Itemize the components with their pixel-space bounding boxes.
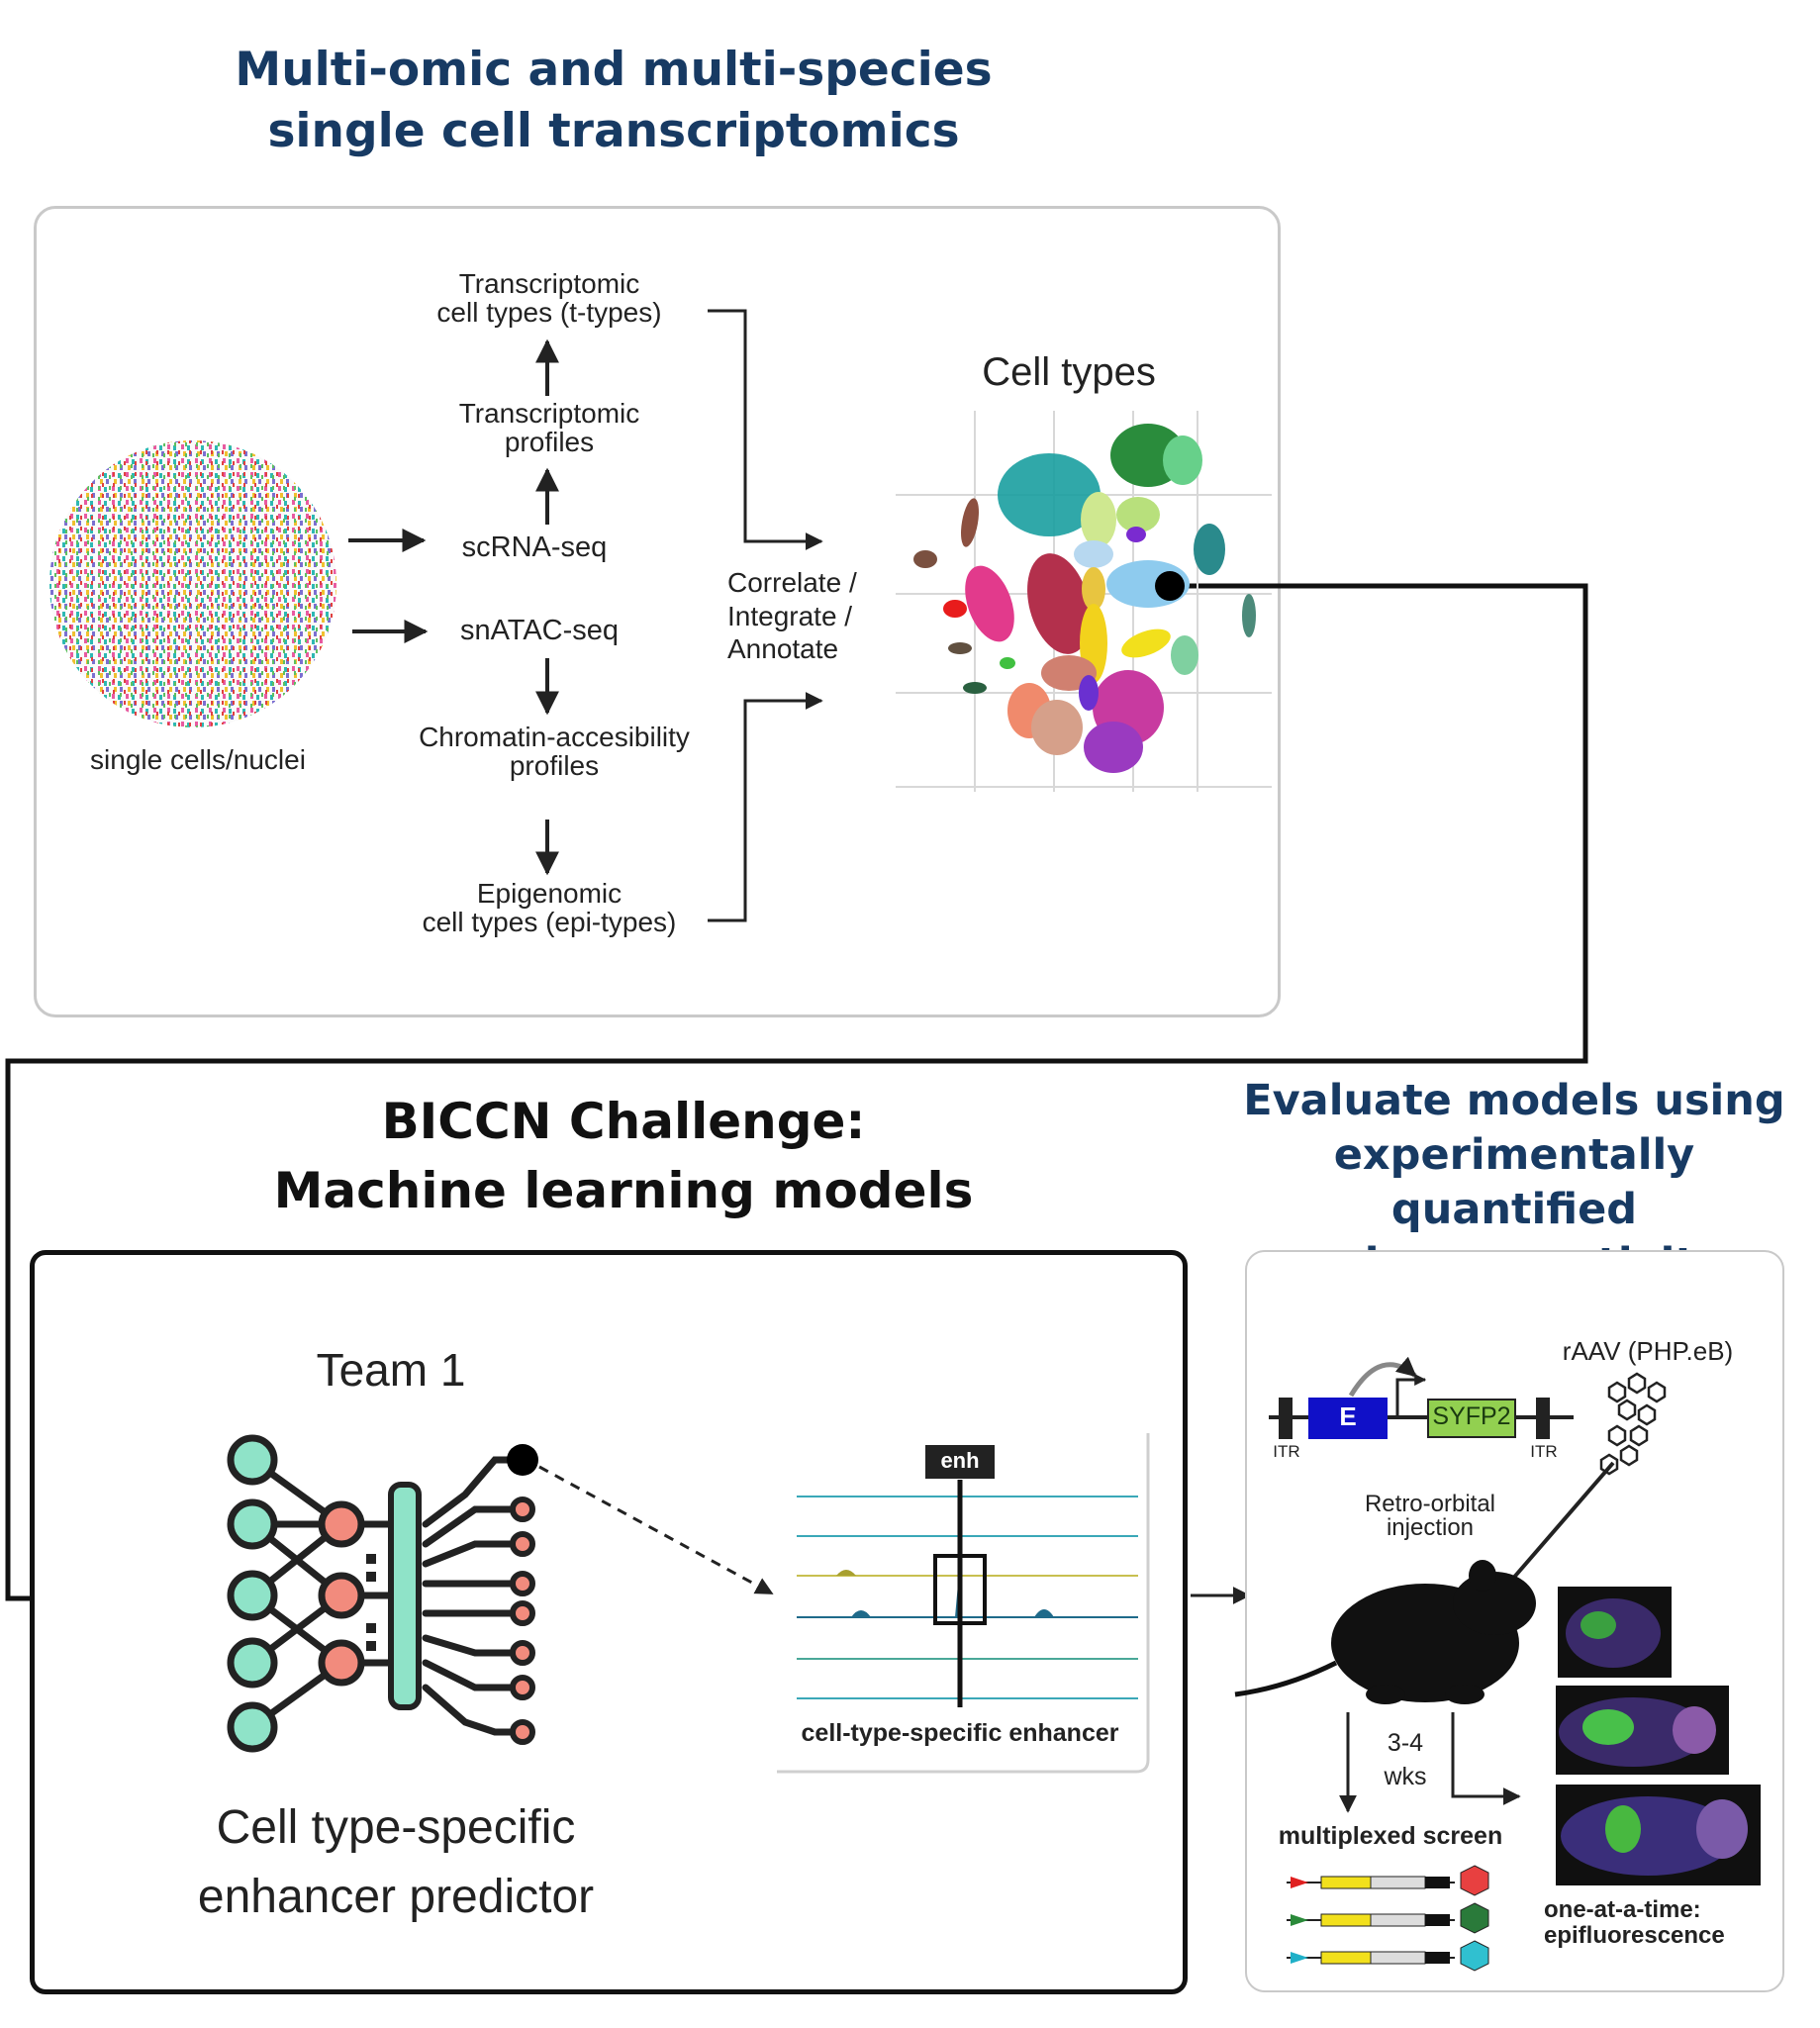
e-box-label: E xyxy=(1339,1401,1357,1431)
enh-tag: enh xyxy=(940,1448,980,1473)
challenge-title: BICCN Challenge: Machine learning models xyxy=(218,1087,1029,1225)
selected-cell-type-dot xyxy=(1155,571,1185,601)
correlate-line-1: Correlate / xyxy=(727,567,857,598)
correlate-line-2: Integrate / xyxy=(727,600,853,631)
scrna-label: scRNA-seq xyxy=(461,531,608,563)
chromatin-line-1: Chromatin-accesibility xyxy=(419,722,690,752)
weeks-line-1: 3-4 xyxy=(1387,1729,1424,1757)
header-line-2: single cell transcriptomics xyxy=(267,104,960,158)
challenge-line-2: Machine learning models xyxy=(273,1162,974,1219)
connector-celltype-to-ml xyxy=(5,583,1588,1613)
chromatin-line-2: profiles xyxy=(509,750,600,782)
cells-label: single cells/nuclei xyxy=(90,744,306,775)
dashed-arrow-to-enhancer xyxy=(538,1465,774,1595)
snatac-label: snATAC-seq xyxy=(459,615,620,646)
weeks-label: 3-4 wks xyxy=(1371,1727,1440,1794)
ml-panel xyxy=(30,1250,1188,1994)
bracket-epi-correlate xyxy=(708,692,823,922)
multiplexed-constructs xyxy=(1287,1865,1489,1972)
virus-particles xyxy=(1599,1372,1667,1476)
one-line-1: one-at-a-time: xyxy=(1544,1896,1701,1923)
ttypes-line-1: Transcriptomic xyxy=(458,268,640,299)
transcriptomic-profiles-label: Transcriptomic profiles xyxy=(416,399,683,457)
ttypes-line-2: cell types (t-types) xyxy=(436,297,662,329)
profiles-line-2: profiles xyxy=(504,427,595,458)
challenge-line-1: BICCN Challenge: xyxy=(381,1093,866,1150)
predictor-line-2: enhancer predictor xyxy=(197,1871,595,1923)
retro-line-2: injection xyxy=(1386,1514,1475,1541)
itr-right-label: ITR xyxy=(1530,1442,1558,1461)
retro-orbital-label: Retro-orbital injection xyxy=(1336,1493,1524,1540)
header-line-1: Multi-omic and multi-species xyxy=(235,43,993,97)
header-title: Multi-omic and multi-species single cell… xyxy=(218,40,1009,162)
retro-line-1: Retro-orbital xyxy=(1364,1491,1496,1517)
profiles-line-1: Transcriptomic xyxy=(458,398,640,429)
one-at-a-time-label: one-at-a-time: epifluorescence xyxy=(1544,1896,1772,1950)
itr-left-label: ITR xyxy=(1273,1442,1300,1461)
predictor-line-1: Cell type-specific xyxy=(216,1801,576,1854)
team-label: Team 1 xyxy=(316,1344,466,1396)
multiplexed-label: multiplexed screen xyxy=(1278,1822,1503,1850)
one-line-2: epifluorescence xyxy=(1544,1922,1725,1950)
evaluate-line-1: Evaluate models using xyxy=(1243,1076,1785,1125)
predictor-label: Cell type-specific enhancer predictor xyxy=(139,1793,653,1932)
correlate-label: Correlate / Integrate / Annotate xyxy=(727,566,876,666)
weeks-line-2: wks xyxy=(1384,1762,1427,1790)
epi-line-2: cell types (epi-types) xyxy=(422,907,677,938)
epi-line-1: Epigenomic xyxy=(476,878,623,909)
evaluate-line-2: experimentally quantified xyxy=(1333,1130,1695,1234)
chromatin-label: Chromatin-accesibility profiles xyxy=(401,723,708,781)
ttypes-label: Transcriptomic cell types (t-types) xyxy=(416,269,683,328)
mouse-silhouette xyxy=(1234,1560,1536,1704)
epitypes-label: Epigenomic cell types (epi-types) xyxy=(401,879,698,937)
correlate-line-3: Annotate xyxy=(727,633,839,665)
raav-label: rAAV (PHP.eB) xyxy=(1562,1336,1734,1366)
cell-types-title: Cell types xyxy=(982,350,1156,394)
enhancer-caption: cell-type-specific enhancer xyxy=(801,1719,1119,1747)
single-cells-cloud xyxy=(49,440,336,727)
sfyp-label: SYFP2 xyxy=(1432,1402,1511,1430)
bracket-ttypes-correlate xyxy=(708,309,823,550)
